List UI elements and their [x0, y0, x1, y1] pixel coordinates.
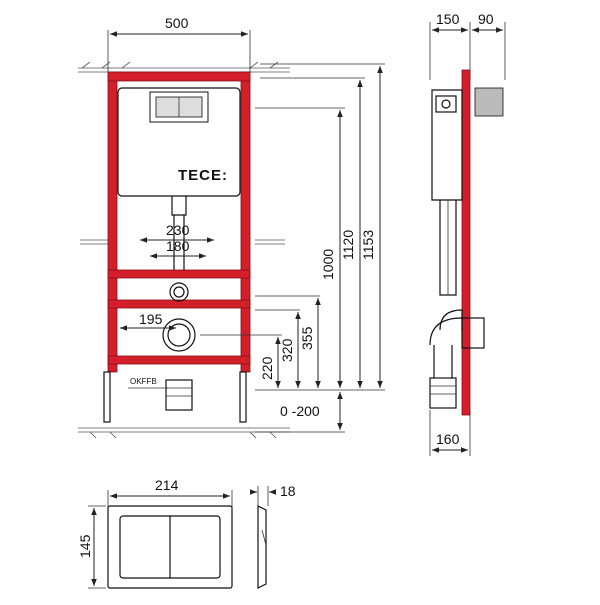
dim-depth-top: 150 90: [429, 11, 506, 80]
dim-1120: 1120: [340, 230, 356, 260]
dim-150: 150: [436, 11, 460, 27]
floor-reference: OKFFB: [128, 377, 168, 389]
dim-frame-width: 500: [107, 15, 251, 72]
side-frame: [461, 69, 471, 416]
side-view: 150 90 160: [429, 11, 506, 456]
drain-bend-side: [429, 309, 485, 409]
dim-220: 220: [259, 356, 275, 380]
cistern: TECE:: [117, 87, 241, 197]
side-mount-hatch: [80, 239, 285, 245]
dim-214: 214: [155, 477, 179, 493]
dim-195: 195: [120, 311, 176, 331]
wall-bracket: [474, 87, 504, 117]
flush-plate-side: 18: [250, 483, 296, 589]
dim-230: 230: [166, 222, 190, 238]
dim-180: 180: [166, 238, 190, 254]
dim-1000: 1000: [320, 249, 336, 280]
dim-195-label: 195: [139, 311, 163, 327]
ceiling-hatch: [78, 61, 290, 73]
flush-plate-front: 214 145: [77, 477, 233, 589]
flush-pipe: [162, 196, 196, 411]
floor-hatch: [78, 427, 290, 439]
dim-0-200: 0 -200: [280, 403, 320, 419]
dim-90: 90: [478, 11, 494, 27]
height-dimensions: 1000 1120 1153 355 320 220: [200, 63, 385, 391]
front-view: TECE: OKFFB 500 230: [78, 15, 385, 439]
cistern-side: [431, 89, 463, 296]
dim-500: 500: [165, 15, 189, 31]
dim-145: 145: [77, 534, 93, 558]
floor-marker-label: OKFFB: [130, 377, 157, 386]
installation-frame: [103, 71, 251, 423]
dim-1153: 1153: [360, 230, 376, 260]
brand-logo: TECE:: [178, 167, 228, 184]
dim-320: 320: [279, 338, 295, 362]
dim-18: 18: [280, 483, 296, 499]
dim-160: 160: [436, 431, 460, 447]
dim-355: 355: [299, 326, 315, 350]
dim-230-180: 230 180: [140, 222, 214, 259]
dim-floor-adjust: 0 -200: [255, 392, 345, 433]
dim-depth-bottom: 160: [429, 410, 471, 456]
